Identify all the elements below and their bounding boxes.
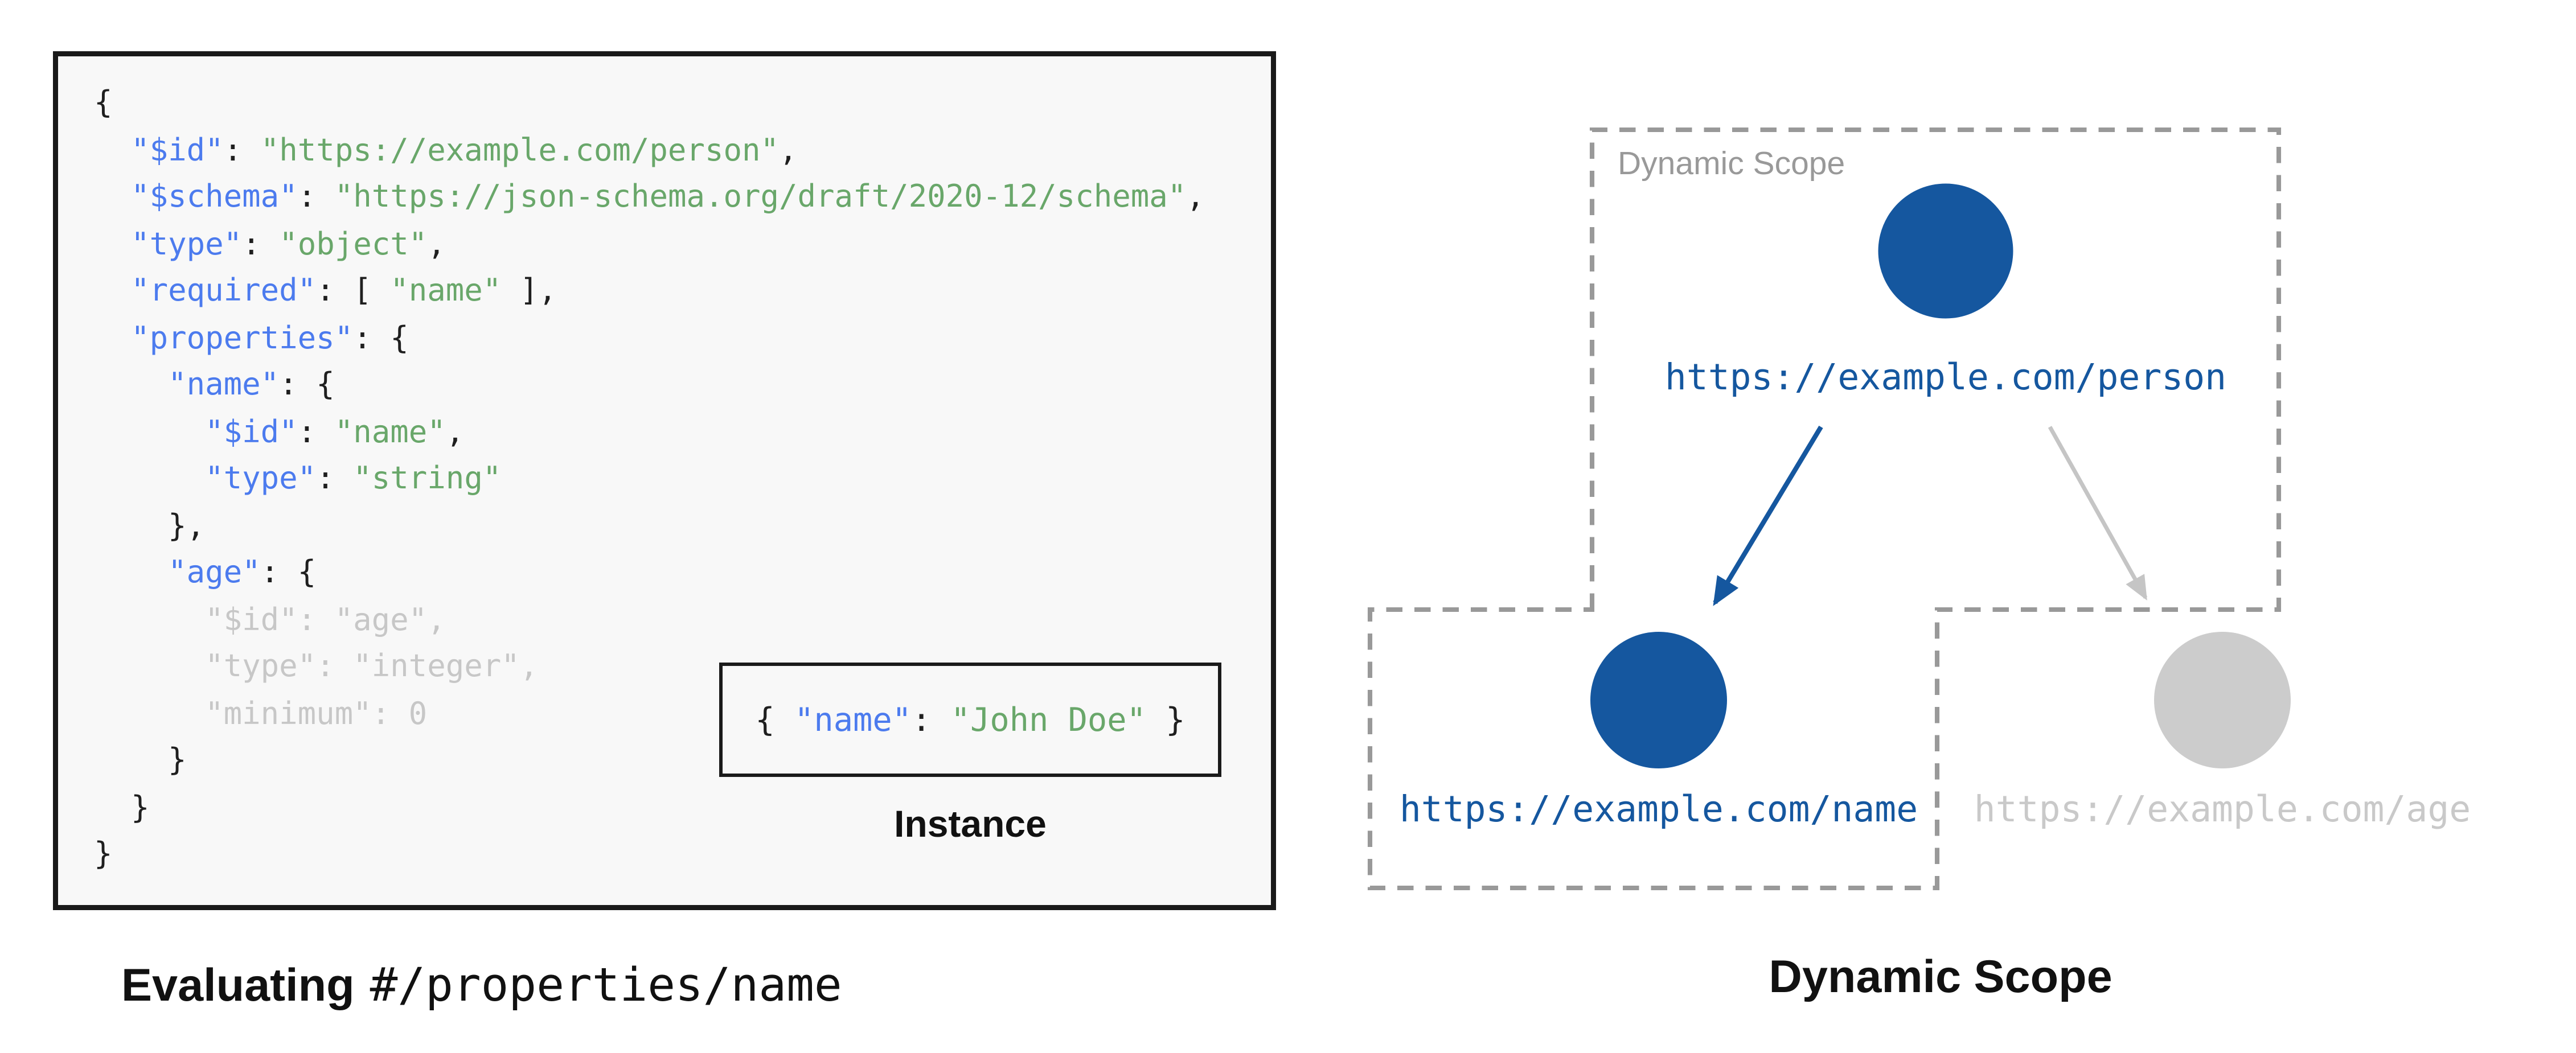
code-line: "type": "object", (131, 226, 446, 262)
code-line: "age": { (168, 555, 317, 591)
code-line: "minimum": 0 (94, 696, 428, 732)
code-line: "$id": "https://example.com/person", (131, 132, 798, 168)
code-line: "$id": "name", (205, 414, 465, 450)
code-line: "required": [ "name" ], (131, 273, 557, 309)
code-line: "type": "string" (205, 461, 502, 497)
code-line: } (94, 743, 187, 779)
age-node (2154, 632, 2291, 768)
code-line: } (94, 837, 113, 873)
code-line: "$schema": "https://json-schema.org/draf… (131, 179, 1205, 215)
dynamic-scope-outline (1367, 127, 2282, 891)
person-node (1878, 183, 2013, 319)
dynamic-scope-caption: Dynamic Scope (1769, 951, 2113, 1002)
arrow-person-to-name (1713, 425, 1823, 606)
code-line: }, (94, 508, 206, 544)
instance-label: Instance (894, 803, 1047, 845)
code-line: "$id": "age", (94, 602, 446, 638)
person-node-url: https://example.com/person (1664, 357, 2227, 398)
code-line: "type": "integer", (94, 649, 539, 685)
arrow-person-to-age (2048, 426, 2148, 601)
evaluating-caption: Evaluating #/properties/name (121, 960, 842, 1013)
evaluating-caption-bold: Evaluating (121, 960, 355, 1011)
schema-code-box: { "$id": "https://example.com/person", "… (53, 51, 1276, 910)
instance-code: { "name": "John Doe" } (755, 701, 1186, 739)
code-line: } (94, 789, 150, 826)
evaluating-caption-path: #/properties/name (370, 960, 842, 1013)
schema-code: { "$id": "https://example.com/person", "… (94, 80, 1205, 879)
dynamic-scope-region-label: Dynamic Scope (1618, 147, 1845, 183)
code-line: "name": { (168, 367, 335, 403)
name-node (1590, 632, 1727, 768)
instance-box: { "name": "John Doe" } (719, 663, 1221, 777)
name-node-url: https://example.com/name (1399, 789, 1918, 830)
code-line: "properties": { (131, 320, 409, 356)
code-line: { (94, 85, 113, 121)
age-node-url: https://example.com/age (1974, 789, 2471, 830)
